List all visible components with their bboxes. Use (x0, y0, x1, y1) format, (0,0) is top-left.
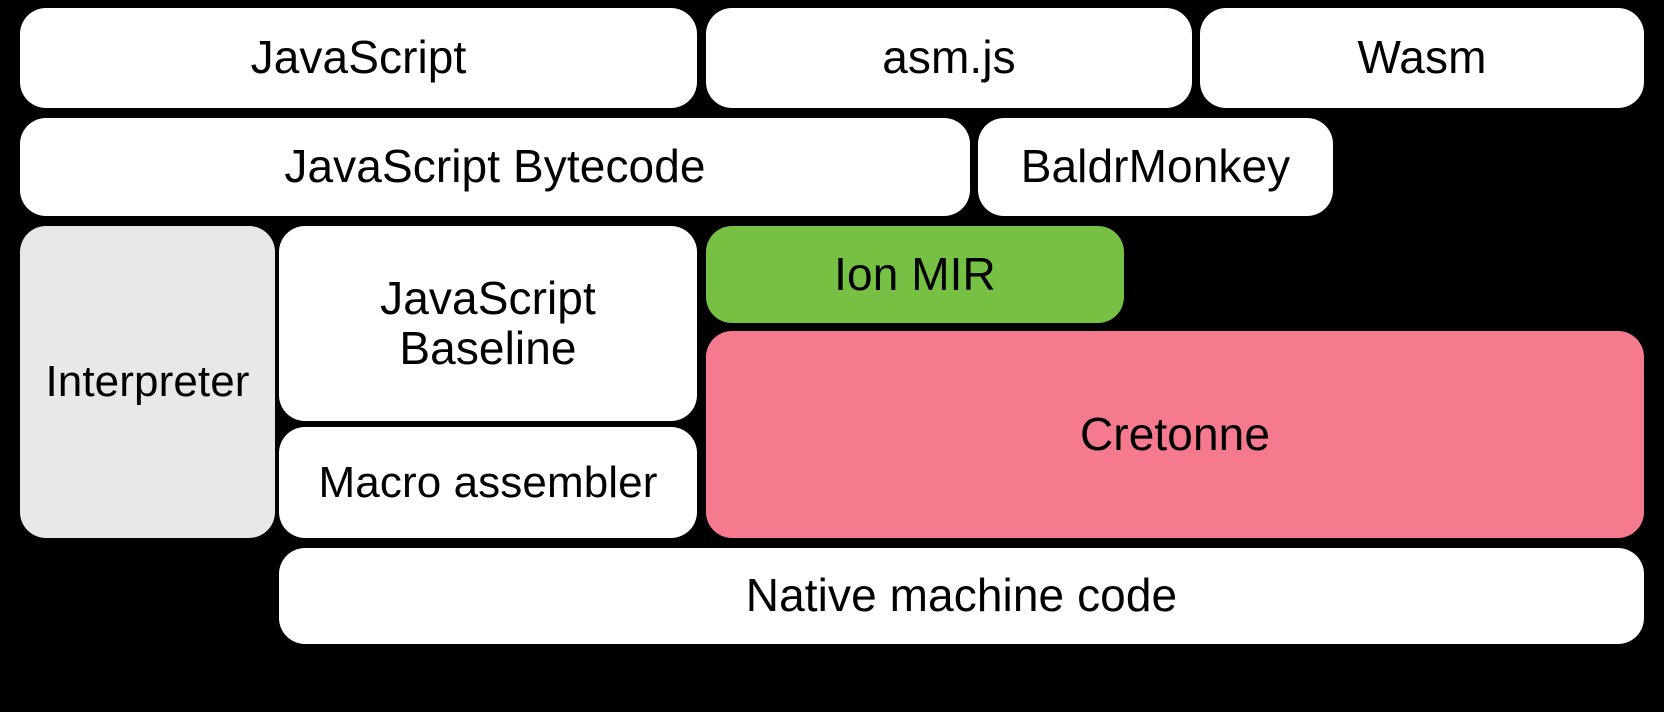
box-javascript: JavaScript (20, 8, 697, 108)
box-cretonne: Cretonne (706, 331, 1644, 538)
box-baldrmonkey-label: BaldrMonkey (1020, 140, 1291, 193)
box-wasm-label: Wasm (1357, 31, 1487, 84)
box-wasm: Wasm (1200, 8, 1644, 108)
box-javascript-bytecode-label: JavaScript Bytecode (284, 140, 706, 193)
box-javascript-baseline: JavaScript Baseline (279, 226, 697, 421)
box-asmjs-label: asm.js (882, 31, 1016, 84)
box-macro-assembler: Macro assembler (279, 427, 697, 538)
box-ion-mir: Ion MIR (706, 226, 1124, 323)
box-native-machine-code-label: Native machine code (745, 569, 1178, 622)
box-native-machine-code: Native machine code (279, 548, 1644, 644)
box-macro-assembler-label: Macro assembler (318, 457, 658, 507)
box-javascript-label: JavaScript (250, 31, 467, 84)
box-ion-mir-label: Ion MIR (834, 247, 996, 300)
box-asmjs: asm.js (706, 8, 1192, 108)
box-cretonne-label: Cretonne (1079, 407, 1271, 460)
box-interpreter-label: Interpreter (45, 357, 250, 407)
box-baldrmonkey: BaldrMonkey (978, 118, 1333, 216)
box-javascript-baseline-label: JavaScript Baseline (380, 271, 596, 374)
box-javascript-bytecode: JavaScript Bytecode (20, 118, 970, 216)
box-interpreter: Interpreter (20, 226, 275, 538)
